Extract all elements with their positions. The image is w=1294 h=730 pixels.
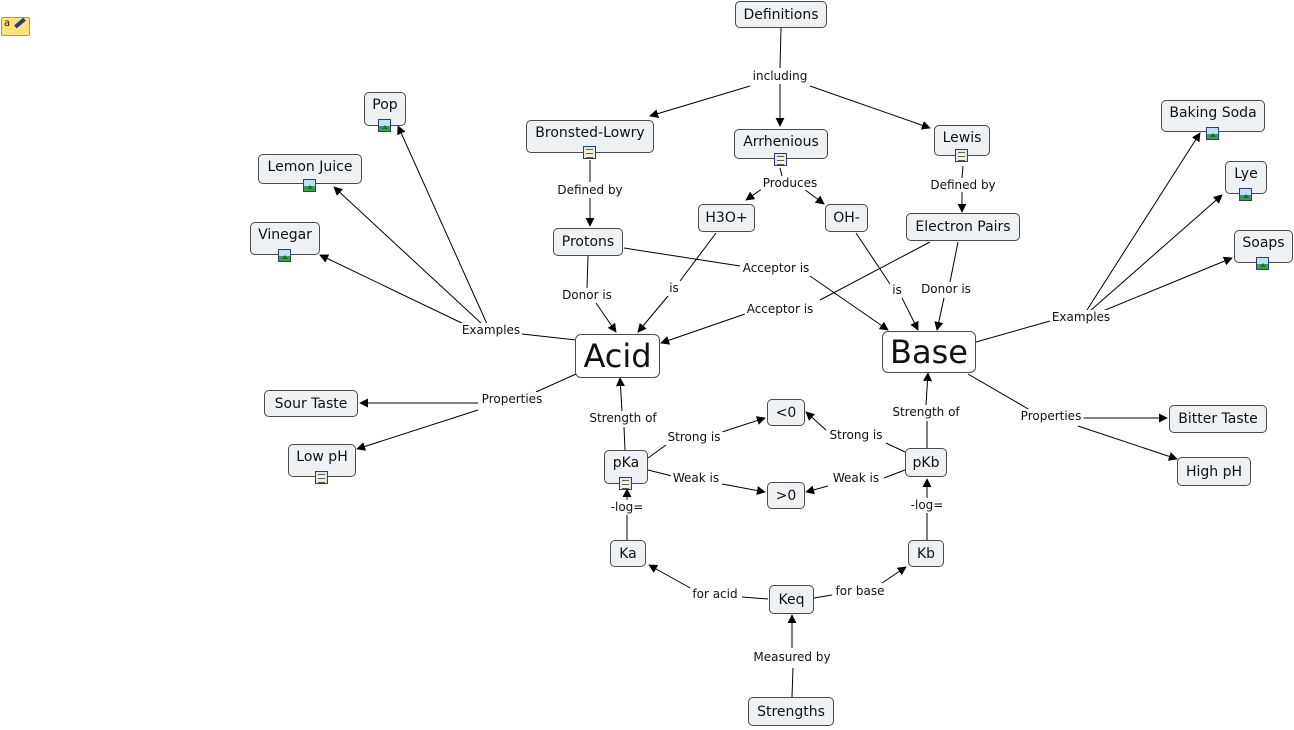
node-label: Soaps (1242, 235, 1285, 251)
image-icon[interactable] (303, 179, 316, 192)
node-label: H3O+ (705, 210, 748, 226)
node-base[interactable]: Base (882, 331, 976, 373)
link-label: is (667, 281, 681, 295)
node-label: Kb (916, 545, 936, 562)
node-less-than-zero[interactable]: <0 (767, 399, 805, 426)
document-icon[interactable] (774, 153, 787, 166)
node-baking-soda[interactable]: Baking Soda (1161, 100, 1265, 132)
node-label: Baking Soda (1169, 105, 1257, 121)
link-label: Measured by (751, 650, 833, 664)
link-label: Properties (1018, 409, 1084, 423)
node-pka[interactable]: pKa (604, 450, 648, 484)
node-sour-taste[interactable]: Sour Taste (264, 390, 358, 417)
image-icon[interactable] (378, 119, 391, 132)
node-label: Electron Pairs (915, 219, 1011, 235)
node-label: Bitter Taste (1178, 411, 1258, 427)
pen-icon (14, 17, 26, 29)
node-label: Lewis (942, 130, 982, 146)
node-lewis[interactable]: Lewis (934, 125, 990, 156)
node-label: Base (890, 333, 968, 371)
link-label: Produces (760, 176, 820, 190)
link-label: Acceptor is (740, 261, 812, 275)
node-label: High pH (1185, 463, 1243, 480)
node-label: >0 (775, 487, 797, 504)
annotation-glyph: a (4, 18, 11, 29)
node-label: Arrhenious (743, 134, 819, 150)
node-electron-pairs[interactable]: Electron Pairs (906, 213, 1020, 241)
node-greater-than-zero[interactable]: >0 (767, 482, 805, 509)
link-label: Strong is (827, 428, 885, 442)
node-pop[interactable]: Pop (364, 92, 406, 126)
image-icon[interactable] (1206, 127, 1219, 140)
node-oh[interactable]: OH- (825, 204, 868, 232)
node-keq[interactable]: Keq (769, 585, 814, 614)
link-label: -log= (908, 498, 946, 512)
document-icon[interactable] (619, 477, 632, 490)
link-label: including (750, 69, 810, 83)
node-high-ph[interactable]: High pH (1177, 457, 1251, 486)
node-label: Lemon Juice (267, 159, 353, 175)
document-icon[interactable] (315, 471, 328, 484)
node-strengths[interactable]: Strengths (748, 697, 834, 726)
node-label: Pop (372, 97, 398, 113)
link-label: Defined by (555, 183, 625, 197)
node-label: Protons (561, 234, 615, 250)
link-label: Strength of (587, 411, 659, 425)
node-label: Ka (619, 545, 637, 562)
node-label: OH- (833, 210, 860, 226)
link-label: Strength of (890, 405, 962, 419)
link-label: Acceptor is (744, 302, 816, 316)
node-h3o[interactable]: H3O+ (698, 204, 755, 232)
node-label: Keq (778, 591, 805, 608)
link-label: Examples (459, 323, 523, 337)
node-definitions[interactable]: Definitions (735, 1, 827, 28)
node-label: pKa (612, 455, 640, 471)
node-acid[interactable]: Acid (575, 334, 660, 378)
node-label: Acid (583, 337, 652, 375)
link-label: Donor is (560, 288, 614, 302)
node-low-ph[interactable]: Low pH (288, 444, 356, 477)
node-label: Lye (1234, 166, 1258, 182)
node-label: Sour Taste (274, 395, 348, 412)
document-icon[interactable] (955, 149, 968, 162)
node-kb[interactable]: Kb (908, 540, 944, 567)
link-label: for acid (690, 587, 740, 601)
annotation-icon[interactable]: a (1, 17, 30, 36)
link-label: Strong is (665, 430, 723, 444)
image-icon[interactable] (278, 249, 291, 262)
node-label: Vinegar (258, 227, 312, 243)
node-label: <0 (775, 404, 797, 421)
link-label: Donor is (919, 282, 973, 296)
link-label: is (890, 283, 904, 297)
node-protons[interactable]: Protons (553, 228, 623, 256)
node-label: Strengths (757, 703, 825, 720)
link-label: for base (833, 584, 887, 598)
link-label: Weak is (670, 471, 722, 485)
link-label: Examples (1049, 310, 1113, 324)
node-ka[interactable]: Ka (610, 540, 646, 567)
link-label: -log= (608, 500, 646, 514)
image-icon[interactable] (1239, 188, 1252, 201)
link-label: Properties (479, 392, 545, 406)
node-bitter-taste[interactable]: Bitter Taste (1169, 405, 1267, 433)
link-label: Weak is (830, 471, 882, 485)
node-label: Bronsted-Lowry (535, 125, 645, 141)
document-icon[interactable] (583, 146, 596, 159)
node-label: Definitions (743, 6, 819, 23)
node-label: pKb (912, 454, 940, 471)
node-pkb[interactable]: pKb (905, 448, 947, 477)
link-label: Defined by (928, 178, 998, 192)
node-bronsted-lowry[interactable]: Bronsted-Lowry (526, 120, 654, 153)
node-label: Low pH (296, 449, 348, 465)
image-icon[interactable] (1256, 257, 1269, 270)
